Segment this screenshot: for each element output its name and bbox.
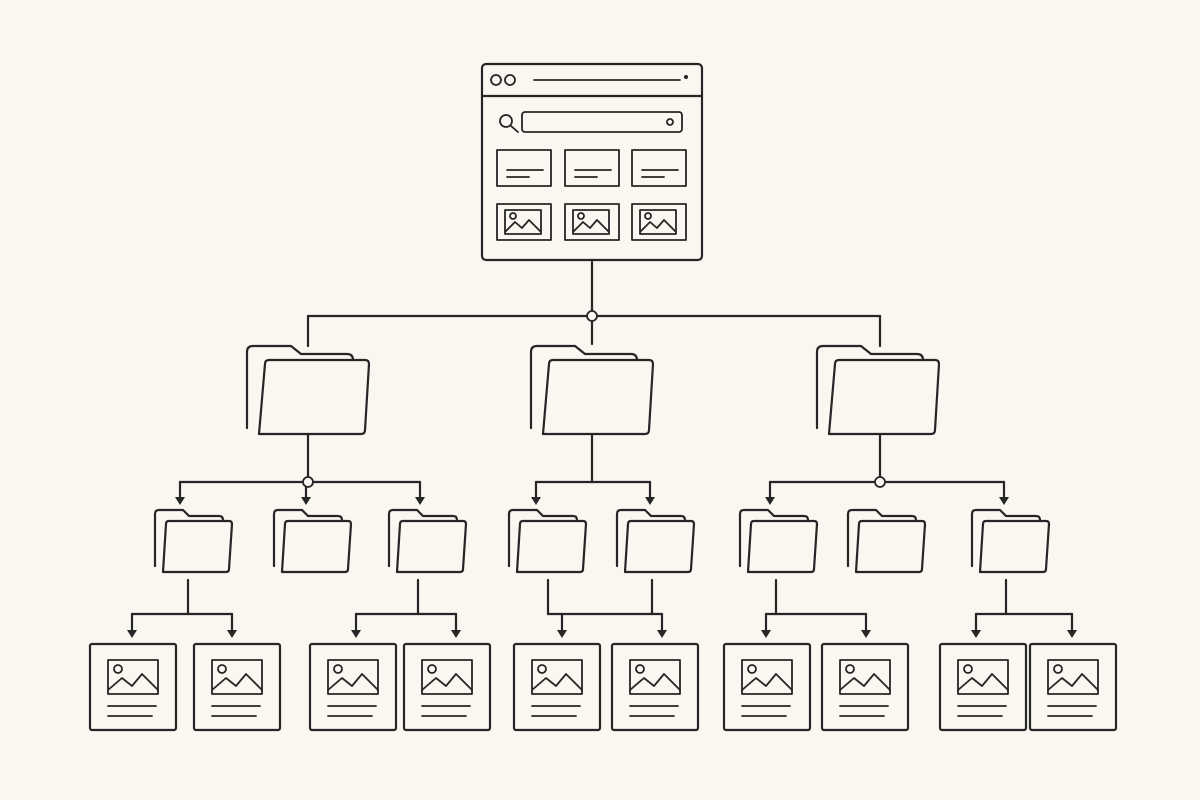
folder-icon [615, 508, 696, 574]
connector-root-to-folders [306, 260, 882, 348]
level-2-folders [153, 508, 1051, 574]
folder-icon [272, 508, 353, 574]
image-document-icon [402, 642, 492, 732]
folder-icon [970, 508, 1051, 574]
level-1-folders [245, 344, 941, 436]
folder-icon [153, 508, 234, 574]
image-document-icon [308, 642, 398, 732]
image-document-icon [610, 642, 700, 732]
image-document-icon [938, 642, 1028, 732]
image-document-icon [88, 642, 178, 732]
connectors [127, 260, 1077, 638]
folder-icon [245, 344, 371, 436]
image-document-icon [722, 642, 812, 732]
image-document-icon [1028, 642, 1118, 732]
folder-icon [387, 508, 468, 574]
level-3-documents [88, 642, 1118, 732]
folder-icon [846, 508, 927, 574]
connector-folder-3-to-subfolders [765, 430, 1009, 505]
connector-folder-2-to-subfolders [531, 430, 655, 505]
connector-subfolders-to-documents [127, 578, 1077, 638]
window-control-icon [490, 74, 502, 86]
image-document-icon [192, 642, 282, 732]
connector-folder-1-to-subfolders [175, 430, 425, 505]
folder-icon [507, 508, 588, 574]
folder-icon [738, 508, 819, 574]
browser-window-icon [480, 62, 704, 262]
search-bar [499, 111, 683, 133]
search-icon [499, 114, 513, 128]
folder-icon [529, 344, 655, 436]
window-control-icon [504, 74, 516, 86]
image-document-icon [512, 642, 602, 732]
folder-icon [815, 344, 941, 436]
image-document-icon [820, 642, 910, 732]
